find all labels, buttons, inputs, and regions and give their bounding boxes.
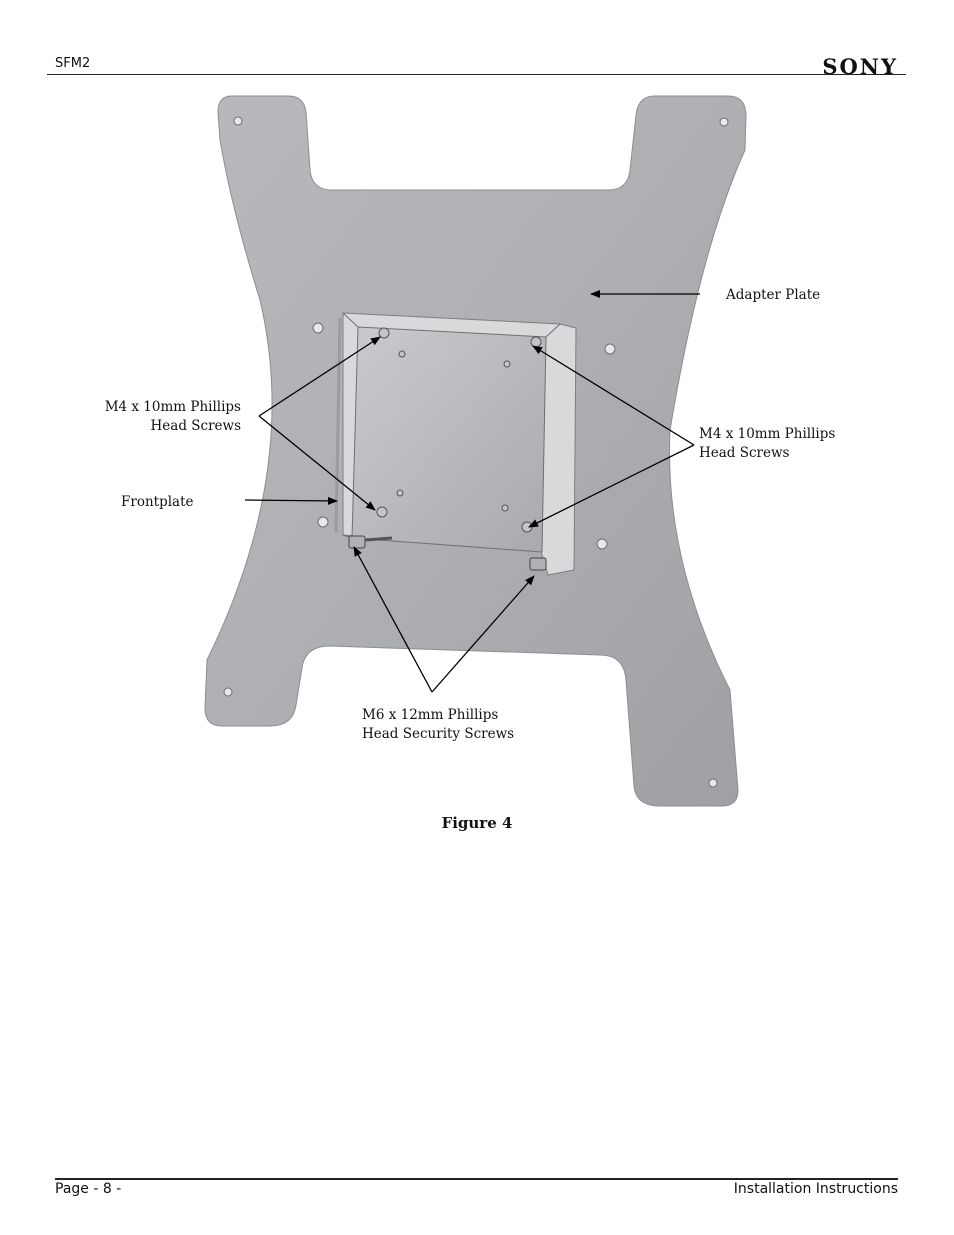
m6-security-screws [348, 535, 547, 571]
label-line: Head Screws [150, 418, 241, 434]
frontplate-face [351, 326, 547, 553]
label-frontplate: Frontplate [121, 494, 194, 510]
header-rule [47, 74, 906, 75]
label-line: Head Security Screws [362, 726, 515, 742]
label-line: M4 x 10mm Phillips [104, 399, 241, 415]
m4-screws [376, 327, 542, 533]
header-model: SFM2 [55, 56, 91, 71]
label-adapter-plate: Adapter Plate [726, 287, 821, 303]
label-m4-screws-left: M4 x 10mm Phillips Head Screws [105, 398, 241, 436]
plate-holes [223, 116, 729, 788]
label-line: M4 x 10mm Phillips [699, 426, 836, 442]
footer-page-number: Page - 8 - [55, 1181, 122, 1197]
callout-lines [244, 290, 700, 693]
footer-section-title: Installation Instructions [733, 1181, 898, 1197]
label-line: Head Screws [699, 445, 790, 461]
label-line: M6 x 12mm Phillips [362, 707, 499, 723]
figure-caption: Figure 4 [441, 814, 513, 832]
label-m6-security-screws: M6 x 12mm Phillips Head Security Screws [362, 706, 514, 744]
label-m4-screws-right: M4 x 10mm Phillips Head Screws [699, 425, 835, 463]
footer-rule [55, 1178, 898, 1180]
